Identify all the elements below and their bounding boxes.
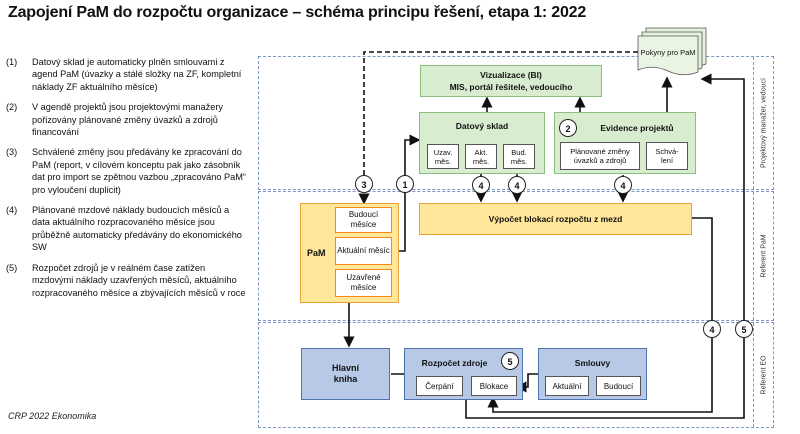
blokace-box: Blokace [471,376,517,396]
step-item: (5) Rozpočet zdrojů je v reálném čase zat… [6,262,246,299]
datovy-sklad-title: Datový sklad [455,121,509,131]
vizualizace-bi-box: Vizualizace (BI) MIS, portál řešitele, v… [420,65,602,97]
step-text: Rozpočet zdrojů je v reálném čase zatíže… [32,262,246,298]
marker-4: 4 [703,320,721,338]
uzav-mes-box: Uzav. měs. [427,144,459,169]
vizualizace-subtitle: MIS, portál řešitele, vedoucího [449,82,573,92]
lane-label: Referent EO [753,323,773,427]
schvaleni-box: Schvá- lení [646,142,688,170]
step-item: (4) Plánované mzdové náklady budoucích mě… [6,204,246,254]
marker-5: 5 [501,352,519,370]
pokyny-document-shape [637,27,707,76]
lane-referent-eo: Referent EO [258,322,774,428]
step-text: Datový sklad je automaticky plněn smlouv… [32,57,242,92]
step-number: (3) [6,147,18,158]
pam-title: PaM [307,248,326,258]
step-number: (5) [6,262,18,273]
marker-3: 3 [355,175,373,193]
rozpocet-zdroje-title: Rozpočet zdroje [421,358,488,368]
bud-mes-box: Bud. měs. [503,144,535,169]
vypocet-blokaci-box: Výpočet blokací rozpočtu z mezd [419,203,692,235]
marker-4: 4 [508,176,526,194]
marker-4: 4 [472,176,490,194]
aktualni-mesic-box: Aktuální měsíc [335,237,392,265]
akt-mes-box: Akt. měs. [465,144,497,169]
pokyny-pam-label: Pokyny pro PaM [640,47,696,57]
uzavrene-mesice-box: Uzavřené měsíce [335,269,392,297]
step-number: (1) [6,57,18,67]
smlouvy-title: Smlouvy [574,358,611,368]
step-text: Plánované mzdové náklady budoucích měsíc… [32,205,242,253]
evidence-projektu-title: Evidence projektů [600,123,674,133]
lane-label: Projektový manažer, vedoucí [753,57,773,189]
steps-list: (1) Datový sklad je automaticky plněn sml… [6,56,246,307]
step-text: Schválené změny jsou předávány ke zpraco… [32,147,246,195]
vizualizace-title: Vizualizace (BI) [480,70,542,80]
step-number: (4) [6,205,18,216]
marker-2: 2 [559,119,577,137]
page-title: Zapojení PaM do rozpočtu organizace – sc… [8,4,587,21]
hlavni-kniha-box: Hlavní kniha [301,348,390,400]
footer-note: CRP 2022 Ekonomika [8,411,97,421]
planovane-zmeny-box: Plánované změny úvazků a zdrojů [560,142,640,170]
step-item: (2) V agendě projektů jsou projektovými m… [6,101,246,138]
step-text: V agendě projektů jsou projektovými mana… [32,102,223,138]
marker-5: 5 [735,320,753,338]
marker-4: 4 [614,176,632,194]
aktualni-box: Aktuální [545,376,589,396]
budouci-mesice-box: Budoucí měsíce [335,207,392,233]
step-number: (2) [6,102,18,113]
marker-1: 1 [396,175,414,193]
budouci-box: Budoucí [596,376,641,396]
lane-label: Referent PaM [753,192,773,320]
cerpani-box: Čerpání [416,376,463,396]
step-item: (1) Datový sklad je automaticky plněn sml… [6,56,246,93]
step-item: (3) Schválené změny jsou předávány ke zpr… [6,146,246,196]
